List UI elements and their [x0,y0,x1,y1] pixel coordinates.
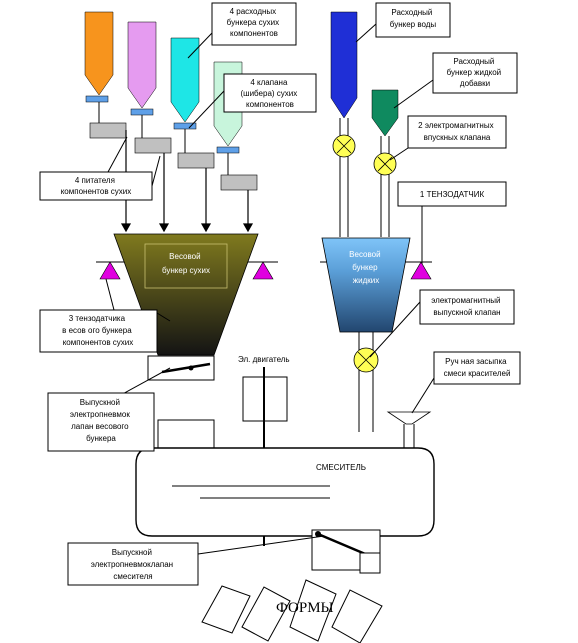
molds [201,579,383,643]
dry-weigh-hopper-label: Весовой бункер сухих [162,252,210,275]
svg-text:2 электромагнитных впуск: 2 электромагнитных впускных клапана [418,121,496,142]
label-inlet-valves: 2 электромагнитных впускных клапана [407,115,507,149]
dry-bin-violet [127,21,157,116]
label-load-cell-liquid: 1 ТЕНЗОДАТЧИК [397,181,507,207]
svg-text:Руч ная засыпка смеси кр: Руч ная засыпка смеси красителей [444,357,511,378]
label-dye-hatch: Руч ная засыпка смеси красителей [433,351,521,385]
svg-text:Расходный бункер воды: Расходный бункер воды [390,8,437,29]
liquid-weigh-hopper-label: Весовой бункер жидких [349,250,383,285]
label-feeders: 4 питателя компонентов сухих [39,171,153,201]
label-mixer-outlet-valve: Выпускной электропневмоклапан смесителя [67,542,199,586]
liquid-weigh-hopper [321,237,411,333]
liquid-additive-bin [371,89,399,137]
dry-hopper-label-box [144,243,228,289]
feeder-1 [89,122,127,139]
label-molds: ФОРМЫ [276,600,334,616]
dry-bin-orange [84,11,114,103]
label-dry-bins: 4 расходных бункера сухих компонентов [211,2,297,46]
dry-outlet-valve-flap [161,362,211,374]
label-outlet-valve-liquid: электромагнитный выпускной клапан [419,289,515,325]
dye-funnel [386,411,432,425]
water-bin [330,11,358,119]
label-mixer: СМЕСИТЕЛЬ [316,463,366,472]
label-dry-outlet-valve: Выпускной электропневмок лапан весового … [47,392,155,452]
dry-bin-cyan [170,37,200,130]
load-cell-dry-left [99,261,121,280]
svg-text:4 расходных бункера сухи: 4 расходных бункера сухих компонентов [227,7,282,38]
svg-text:Расходный бункер жидкой: Расходный бункер жидкой добавки [447,57,504,88]
svg-text:Выпускной электропневмок: Выпускной электропневмок лапан весового … [70,398,132,443]
load-cell-liquid [410,261,432,280]
svg-text:4 клапана (шибера) сухих: 4 клапана (шибера) сухих компонентов [241,78,300,109]
svg-text:1 ТЕНЗОДАТЧИК: 1 ТЕНЗОДАТЧИК [420,190,485,199]
load-cell-dry-right [252,261,274,280]
feeder-4 [220,174,258,191]
callout-lines [105,23,435,555]
mixer-body [135,447,435,537]
feeder-arrows [120,130,254,233]
svg-text:электромагнитный выпускн: электромагнитный выпускной клапан [431,296,502,317]
label-load-cells-dry: 3 тензодатчика в есов ого бункера компон… [39,309,158,353]
feeder-2 [134,137,172,154]
dry-outlet-chute [157,419,215,449]
svg-text:Выпускной электропневмок: Выпускной электропневмоклапан смесителя [91,548,176,581]
label-water-bin: Расходный бункер воды [375,2,451,38]
svg-text:4 питателя компонентов с: 4 питателя компонентов сухих [61,176,132,196]
label-motor: Эл. двигатель [238,355,290,364]
label-dry-valves: 4 клапана (шибера) сухих компонентов [223,73,317,113]
label-liquid-additive-bin: Расходный бункер жидкой добавки [432,52,518,94]
feeder-3 [177,152,215,169]
mixer-outlet-flap [317,532,371,558]
svg-text:3 тензодатчика в есов ог: 3 тензодатчика в есов ого бункера компон… [62,314,134,347]
